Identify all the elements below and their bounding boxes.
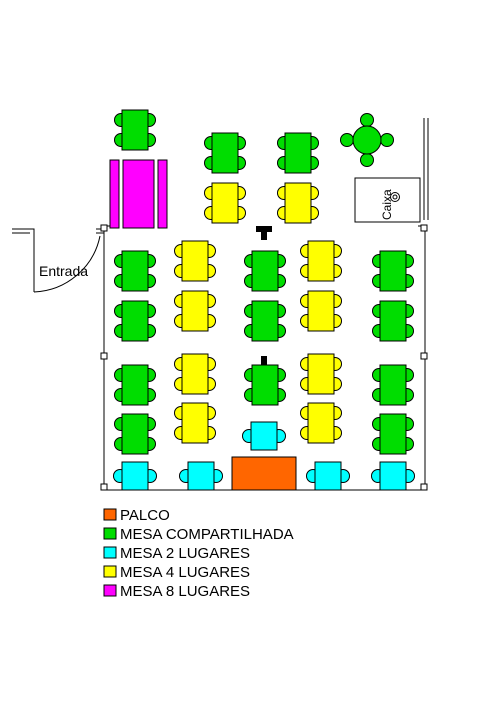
table-top — [307, 240, 335, 282]
four-seat-table — [174, 353, 216, 395]
legend-label-stage: PALCO — [120, 507, 170, 524]
entrance-label: Entrada — [39, 263, 88, 279]
shared-table — [244, 364, 286, 406]
bench — [109, 159, 120, 229]
wall-post — [100, 352, 108, 360]
four-seat-table — [174, 290, 216, 332]
four-seat-table — [300, 402, 342, 444]
shared-table — [114, 413, 156, 455]
shared-table — [114, 250, 156, 292]
table-top — [251, 250, 279, 292]
four-seat-table — [174, 402, 216, 444]
table-top — [122, 159, 155, 229]
four-seat-table — [300, 290, 342, 332]
two-seat-table — [179, 461, 223, 491]
legend-label-shared: MESA COMPARTILHADA — [120, 526, 294, 543]
two-seat-table — [306, 461, 350, 491]
chair — [360, 153, 374, 167]
table-top — [181, 240, 209, 282]
table-top — [181, 353, 209, 395]
chair — [360, 113, 374, 127]
wall-post — [420, 483, 428, 491]
wall-post — [100, 224, 108, 232]
speaker-icon — [261, 356, 267, 365]
four-seat-table — [300, 353, 342, 395]
two-seat-table — [242, 421, 286, 451]
table-top — [211, 182, 239, 224]
wall-post — [100, 483, 108, 491]
shared-table — [244, 250, 286, 292]
legend: PALCO MESA COMPARTILHADA MESA 2 LUGARES … — [103, 507, 294, 600]
table-top — [352, 125, 382, 155]
table-top — [181, 290, 209, 332]
shared-table — [114, 364, 156, 406]
table-top — [251, 364, 279, 406]
legend-swatch-eight-seats — [103, 584, 117, 597]
shared-table — [204, 132, 246, 174]
tables — [109, 109, 415, 491]
table-top — [284, 132, 312, 174]
cashier-register-icon — [390, 192, 400, 202]
table-top — [379, 364, 407, 406]
table-top — [284, 182, 312, 224]
table-top — [187, 461, 215, 491]
walls — [12, 118, 429, 491]
two-seat-table — [113, 461, 157, 491]
shared-table — [277, 132, 319, 174]
four-seat-table — [277, 182, 319, 224]
table-top — [307, 290, 335, 332]
legend-swatch-shared — [103, 527, 117, 540]
table-top — [379, 461, 407, 491]
chair — [340, 133, 354, 147]
wall-post — [420, 352, 428, 360]
table-top — [121, 364, 149, 406]
speakers — [256, 226, 272, 365]
table-top — [121, 461, 149, 491]
four-seat-table — [300, 240, 342, 282]
shared-table — [372, 300, 414, 342]
table-top — [379, 250, 407, 292]
table-top — [181, 402, 209, 444]
table-top — [307, 402, 335, 444]
shared-table — [372, 364, 414, 406]
table-top — [379, 413, 407, 455]
shared-table — [372, 413, 414, 455]
wall-markers — [100, 224, 428, 491]
table-top — [121, 109, 149, 151]
table-top — [121, 250, 149, 292]
round-table — [340, 113, 394, 167]
table-top — [307, 353, 335, 395]
cashier-label: Caixa — [380, 189, 394, 220]
legend-swatch-stage — [103, 508, 117, 521]
shared-table — [114, 109, 156, 151]
stage — [231, 456, 297, 491]
table-top — [121, 413, 149, 455]
speaker-icon — [256, 226, 272, 240]
legend-label-eight-seats: MESA 8 LUGARES — [120, 583, 250, 600]
four-seat-table — [174, 240, 216, 282]
table-top — [211, 132, 239, 174]
four-seat-table — [204, 182, 246, 224]
two-seat-table — [371, 461, 415, 491]
chair — [380, 133, 394, 147]
shared-table — [372, 250, 414, 292]
table-top — [251, 300, 279, 342]
legend-label-four-seats: MESA 4 LUGARES — [120, 564, 250, 581]
shared-table — [114, 300, 156, 342]
table-top — [314, 461, 342, 491]
shared-table — [244, 300, 286, 342]
table-top — [121, 300, 149, 342]
eight-seat-table — [109, 159, 168, 229]
table-top — [379, 300, 407, 342]
legend-swatch-two-seats — [103, 546, 117, 559]
legend-label-two-seats: MESA 2 LUGARES — [120, 545, 250, 562]
bench — [157, 159, 168, 229]
table-top — [250, 421, 278, 451]
wall-post — [420, 224, 428, 232]
legend-swatch-four-seats — [103, 565, 117, 578]
